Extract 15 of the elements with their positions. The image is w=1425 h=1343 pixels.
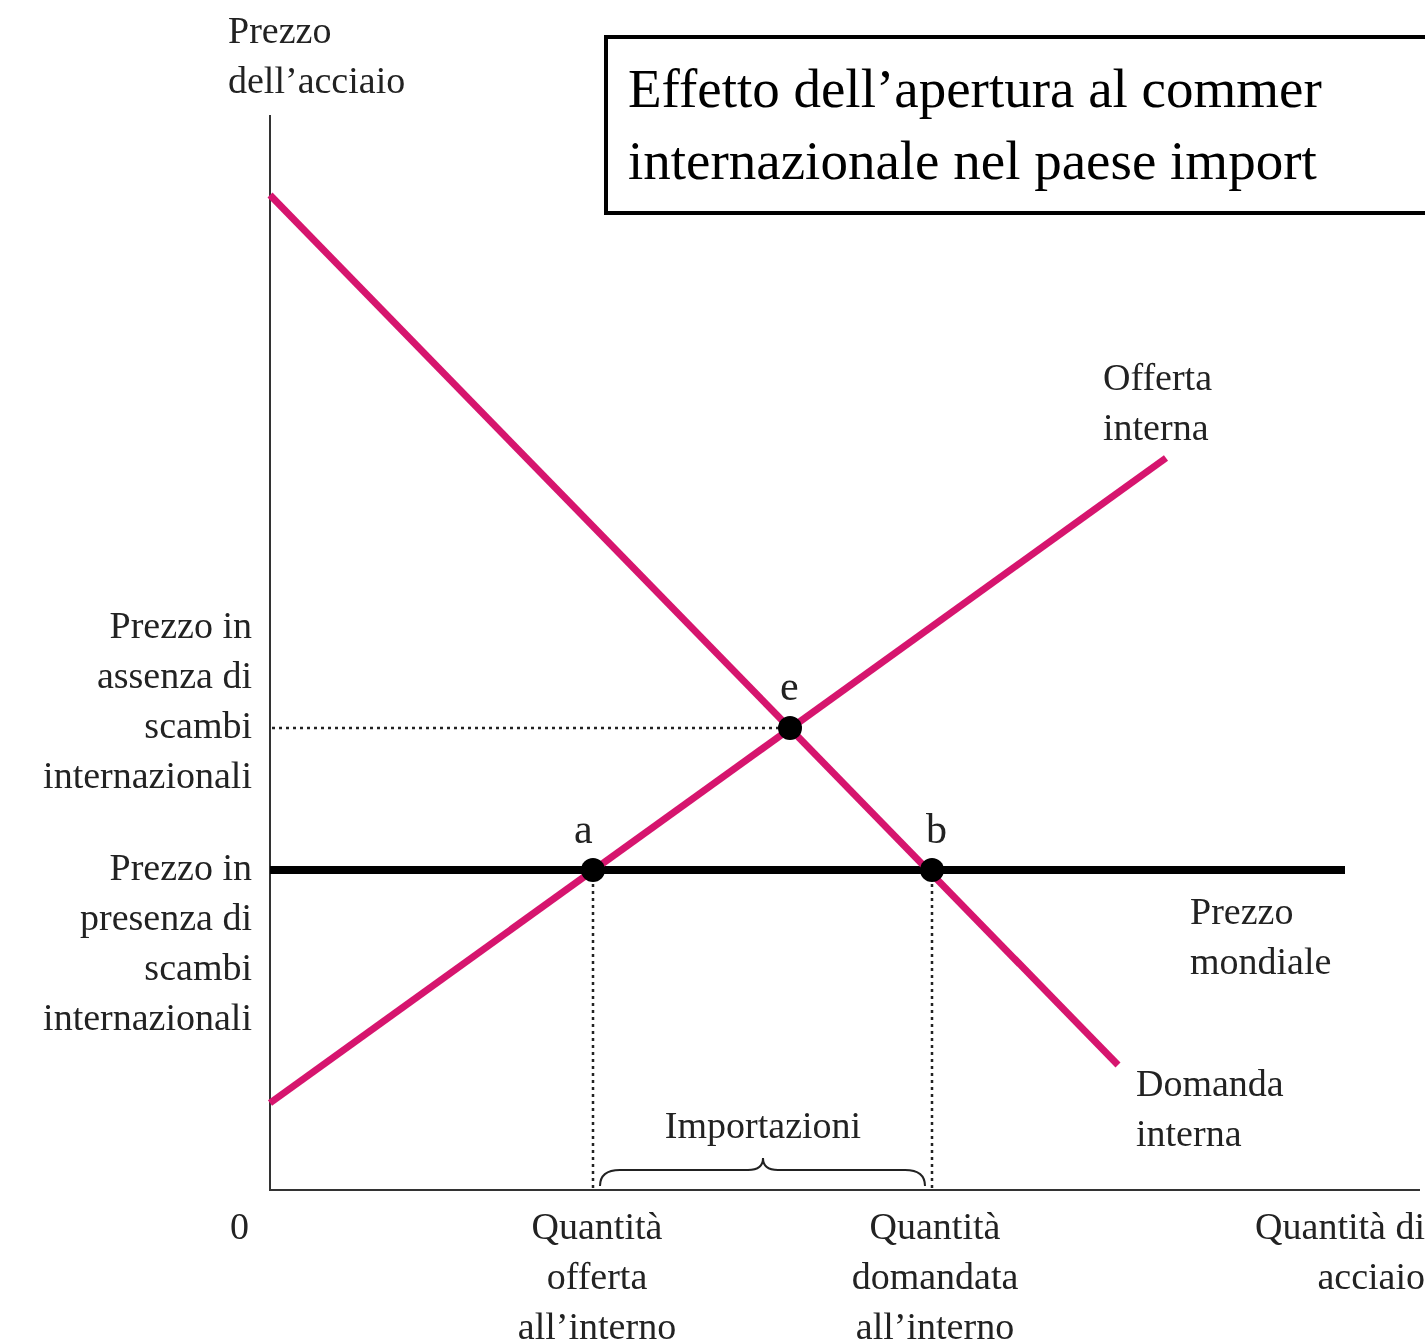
quantity-label: Quantità offerta all’interno xyxy=(516,1204,678,1343)
price-label: Prezzo in assenza di scambi internazionali xyxy=(42,603,252,798)
point-label: b xyxy=(926,805,947,854)
point-label: a xyxy=(574,805,593,854)
quantity-label: Quantità domandata all’interno xyxy=(850,1204,1020,1343)
origin-label: 0 xyxy=(230,1204,250,1249)
line-label: Prezzo mondiale xyxy=(1190,889,1333,984)
curve-label: Domanda interna xyxy=(1136,1061,1285,1156)
axis-title: Quantità di acciaio xyxy=(1254,1204,1425,1299)
bracket-label: Importazioni xyxy=(663,1103,863,1148)
curve-label: Offerta interna xyxy=(1103,355,1213,450)
title: Effetto dell’apertura al commer internazionale nel paese import xyxy=(628,57,1323,193)
point-label: e xyxy=(780,662,799,711)
price-label: Prezzo in presenza di scambi internazionali xyxy=(42,845,252,1040)
axis-title: Prezzo dell’acciaio xyxy=(228,8,407,103)
